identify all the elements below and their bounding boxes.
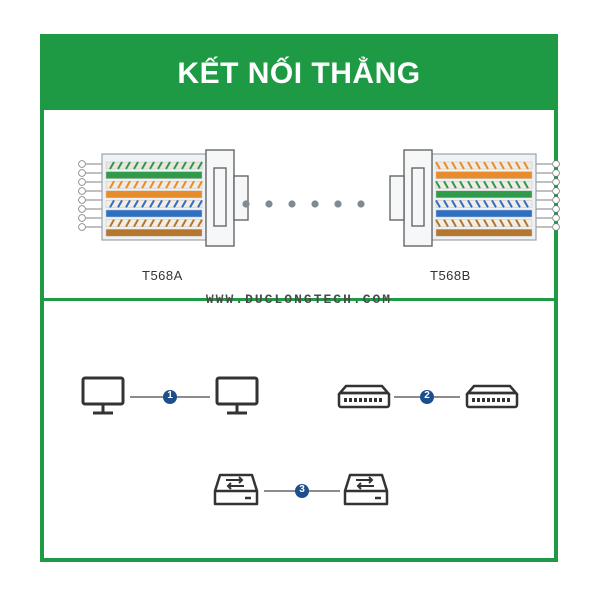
rj45-plug-t568b — [389, 149, 560, 247]
switch-icon — [465, 384, 519, 409]
watermark-text: WWW.DUCLONGTECH.COM — [205, 292, 393, 307]
standard-label-left: T568A — [142, 268, 183, 283]
switch-icon — [337, 384, 391, 409]
connector-panel: T568A T568B — [44, 110, 560, 298]
connection-line-3 — [264, 484, 340, 498]
computer-icon — [81, 376, 125, 415]
connection-line-2 — [394, 390, 460, 404]
connection-line-1 — [130, 390, 210, 404]
infographic-frame: KẾT NỐI THẲNG T568A T568B WWW.DUCLONGTEC… — [40, 34, 560, 562]
header-banner: KẾT NỐI THẲNG — [44, 38, 554, 110]
cable-dotted-line — [242, 200, 365, 208]
connection-types-panel: 1 2 — [44, 301, 554, 562]
step-badge-3: 3 — [299, 484, 305, 495]
step-badge-1: 1 — [167, 390, 173, 401]
computer-icon — [215, 376, 259, 415]
storage-icon — [213, 473, 259, 506]
page-title: KẾT NỐI THẲNG — [177, 57, 421, 90]
section-divider — [44, 298, 554, 301]
storage-icon — [343, 473, 389, 506]
rj45-plug-t568a — [78, 149, 249, 247]
standard-label-right: T568B — [430, 268, 471, 283]
step-badge-2: 2 — [424, 390, 430, 401]
